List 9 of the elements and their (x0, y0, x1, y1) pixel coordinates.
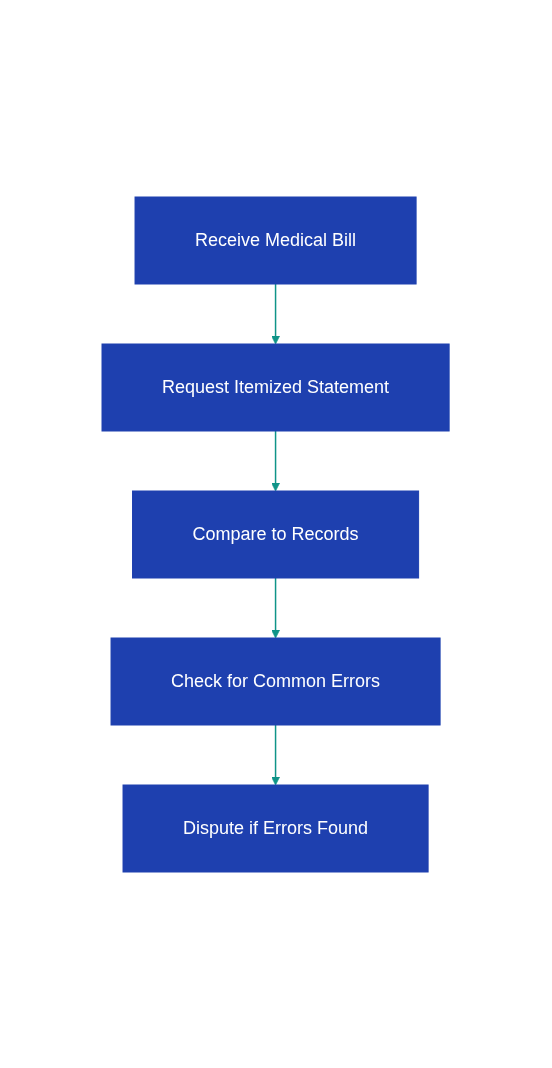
node-box: Request Itemized Statement (101, 343, 451, 431)
arrow (271, 429, 281, 491)
arrow (271, 576, 281, 638)
node-box: Receive Medical Bill (134, 196, 418, 284)
arrow (271, 282, 281, 344)
node-box: Dispute if Errors Found (122, 784, 430, 872)
node-box: Check for Common Errors (110, 637, 442, 725)
node-box: Compare to Records (132, 490, 420, 578)
arrow (271, 723, 281, 785)
